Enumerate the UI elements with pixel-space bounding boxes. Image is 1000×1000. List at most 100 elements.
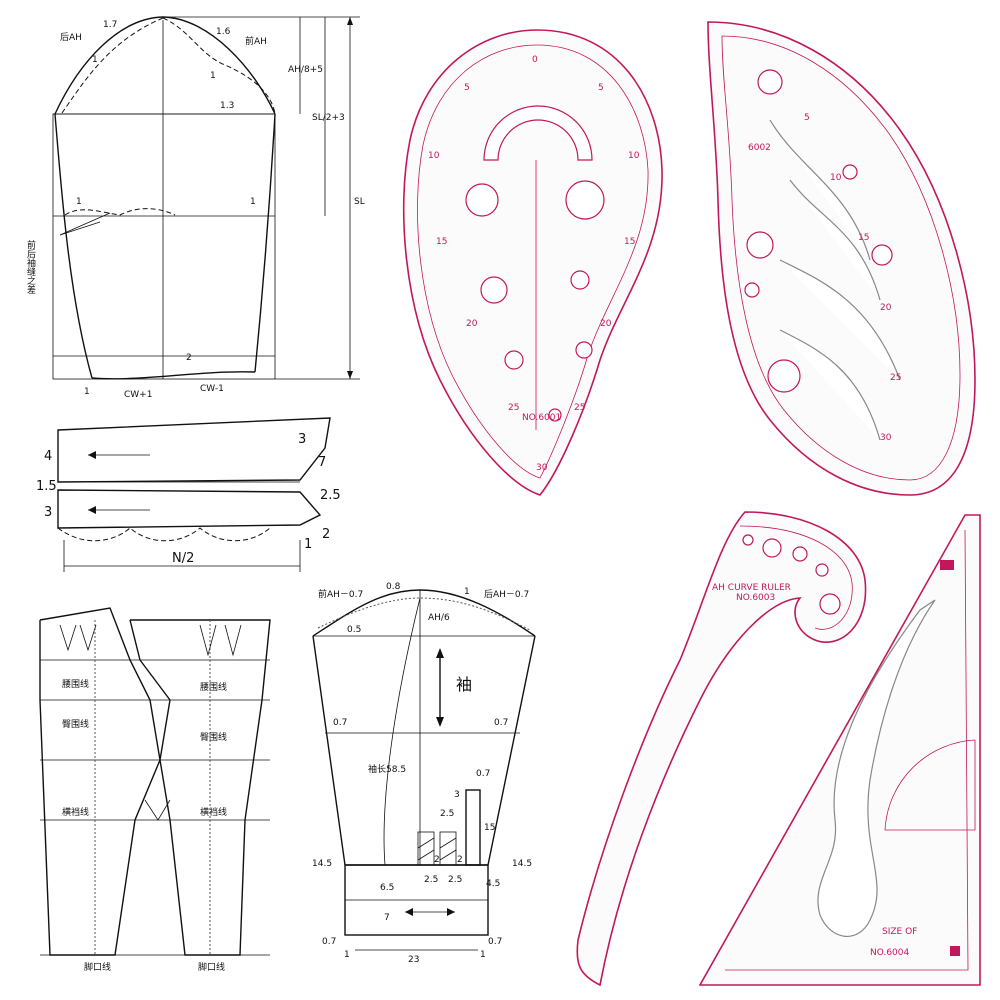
cuff-label-1-5: 1.5 [36,479,57,494]
comma-num-20r: 20 [600,319,612,329]
grain-arrowhead-2 [88,506,96,514]
pleat-hatch-4 [439,849,457,861]
trouser-label-1: 腰围线 [62,678,89,690]
sleeve2-4-5: 4.5 [486,879,500,889]
trouser-dart-2 [79,624,97,652]
hole-7 [548,408,562,422]
triangle-protractor [884,739,976,831]
sleeve2-curve-a [383,597,421,866]
french-slot-4 [779,329,881,441]
cuff-edge [91,371,256,380]
hip-hole-1 [762,538,782,558]
sleeve2-0-7-top: 0.7 [476,769,490,779]
label-front-ah: 前AH [245,35,267,47]
comma-num-10r: 10 [628,151,640,161]
label-1e: 1 [84,387,90,397]
sleeve2-1: 1 [464,587,470,597]
comma-num-5l: 5 [464,83,470,93]
french-model: 6002 [748,143,771,153]
trouser-back-piece [39,607,161,956]
label-1-3: 1.3 [220,101,234,111]
comma-num-10l: 10 [428,151,440,161]
sleeve-cap-curve [54,16,276,115]
trouser-label-4: 腰围线 [200,681,227,693]
comma-num-20l: 20 [466,319,478,329]
trouser-front-piece [129,619,271,956]
label-sl-formula: SL/2+3 [312,113,345,123]
comma-ruler-inner-scale [417,44,649,479]
sleeve2-0-7-left: 0.7 [333,718,347,728]
hole-4 [570,270,590,290]
cuff-label-2: 2 [322,527,330,542]
label-cw-plus: CW+1 [124,390,152,400]
dart-line-b [59,221,101,236]
trouser-label-5: 臀围线 [200,731,227,743]
cuff-label-1: 1 [304,537,312,552]
hip-hole-2 [792,546,808,562]
sleeve2-0-7-br: 0.7 [488,937,502,947]
label-1b: 1 [210,71,216,81]
triangle-model: NO.6004 [870,948,909,958]
french-ruler-inner-scale [721,35,961,481]
sleeve-draft: 后AH 1.7 1.6 前AH 1 1 1.3 AH/8+5 SL/2+3 SL… [25,16,365,400]
triangle-inner-scale [725,529,969,971]
hole-1 [465,183,499,217]
comma-model: NO.6001 [522,413,561,423]
sleeve2-pleat-2 [439,831,457,866]
comma-num-15l: 15 [436,237,447,247]
french-num-5: 5 [804,113,810,123]
french-slot-1 [769,119,871,261]
french-num-20: 20 [880,303,892,313]
pleat-hatch-1 [417,837,435,849]
comma-num-15r: 15 [624,237,635,247]
dart-line-a [59,212,111,236]
label-cw-minus: CW-1 [200,384,224,394]
back-seam [54,113,93,379]
cuff-label-3a: 3 [298,432,306,447]
sleeve2-1-bl: 1 [344,950,350,960]
sleeve2-0-7-bl: 0.7 [322,937,336,947]
trouser-label-6: 横裆线 [200,806,227,818]
cuff-dashed-curve [57,527,271,542]
comma-ruler: 0 5 5 10 10 15 15 20 20 25 25 30 NO.6001 [402,29,663,496]
french-hole-6 [842,164,858,180]
front-cap-dashed [162,17,276,115]
comma-num-25l: 25 [508,403,519,413]
cuff-upper-piece [57,417,331,483]
french-num-25: 25 [890,373,901,383]
trouser-label-7: 脚口线 [84,961,111,973]
sleeve2-2-5c: 2.5 [448,875,462,885]
front-seam [254,113,276,373]
sleeve2-2a: 2 [434,855,440,865]
trouser-label-2: 臀围线 [62,718,89,730]
french-curve-ruler: 5 10 15 20 25 30 6002 [707,21,976,496]
sleeve2-arrow-up [436,648,444,658]
french-hole-2 [746,231,774,259]
sleeve2-6-5: 6.5 [380,883,394,893]
triangle-ruler: SIZE OF NO.6004 [698,514,981,986]
cuff-label-4: 4 [44,449,52,464]
trouser-crotch-v [144,799,171,821]
arrow-up [347,17,353,25]
comma-ruler-protractor [483,105,593,161]
cuff-arrow-l [405,908,413,916]
sleeve2-0-7-right: 0.7 [494,718,508,728]
label-1a: 1 [92,55,98,65]
hip-model: NO.6003 [736,593,775,603]
comma-ruler-body [402,29,663,496]
sleeve2-left-seam [312,635,346,866]
cuff-label-3b: 3 [44,505,52,520]
hole-5 [504,350,524,370]
triangle-mark-1 [940,560,954,570]
sleeve2-right-seam [487,635,536,866]
hip-hole-5 [742,534,754,546]
cuff-draft: 3 4 7 1.5 2.5 3 1 2 N/2 [36,417,341,572]
elbow-dashed [64,208,176,216]
sleeve2-length: 袖长58.5 [368,763,406,775]
comma-num-25r: 25 [574,403,585,413]
label-2: 2 [186,353,192,363]
french-num-15: 15 [858,233,869,243]
triangle-curve-cutout [817,599,936,937]
sleeve2-15: 15 [484,823,495,833]
